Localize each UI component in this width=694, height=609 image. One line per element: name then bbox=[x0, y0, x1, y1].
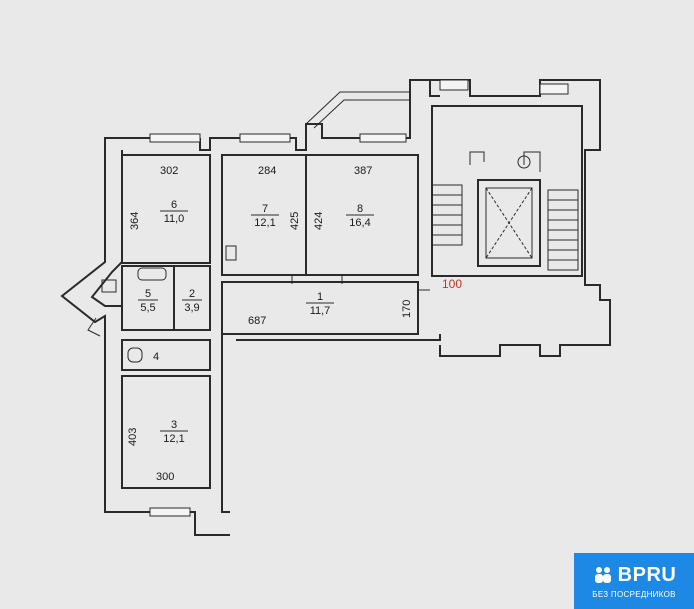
room-4-number: 4 bbox=[153, 351, 159, 363]
window-room-8 bbox=[359, 133, 407, 143]
dimension-labels: 302 284 387 364 425 424 687 170 403 300 bbox=[127, 165, 413, 483]
window-stair-right bbox=[539, 83, 569, 95]
window-room-3 bbox=[149, 507, 191, 517]
room-3-number: 3 bbox=[171, 419, 177, 431]
room-8-walls bbox=[305, 154, 419, 276]
room-1-area: 11,7 bbox=[310, 305, 331, 317]
fixtures bbox=[87, 245, 237, 363]
room-4-walls bbox=[121, 339, 211, 371]
logo-subtitle: БЕЗ ПОСРЕДНИКОВ bbox=[592, 589, 676, 599]
room-2-area: 3,9 bbox=[184, 302, 199, 314]
people-icon bbox=[594, 567, 611, 583]
apartment-walls bbox=[60, 79, 441, 536]
toilet bbox=[127, 347, 143, 363]
room-8-area: 16,4 bbox=[349, 217, 370, 229]
elevator-shaft bbox=[477, 179, 541, 267]
logo-row: BPRU bbox=[592, 564, 677, 587]
windows bbox=[149, 79, 569, 517]
inner-wall-left bbox=[90, 150, 123, 307]
corridor-lower-wall bbox=[221, 334, 230, 513]
room-2-number: 2 bbox=[189, 288, 195, 300]
room-7-area: 12,1 bbox=[254, 217, 275, 229]
logo-brand: BPRU bbox=[617, 563, 677, 586]
landing-label: 100 bbox=[442, 277, 462, 291]
room-3-area: 12,1 bbox=[163, 433, 184, 445]
dim-425: 425 bbox=[289, 212, 301, 230]
elevator-cabin bbox=[485, 187, 533, 259]
lower-corridor-edge bbox=[236, 334, 441, 341]
room-7-number: 7 bbox=[262, 203, 268, 215]
bpru-logo[interactable]: BPRU БЕЗ ПОСРЕДНИКОВ bbox=[574, 553, 694, 609]
doors bbox=[291, 275, 430, 291]
window-room-6 bbox=[149, 133, 201, 143]
room-6-walls bbox=[121, 154, 211, 264]
room-6-area: 11,0 bbox=[164, 213, 185, 225]
dim-300: 300 bbox=[156, 471, 174, 483]
rail-circle bbox=[517, 155, 531, 169]
dim-364: 364 bbox=[129, 212, 141, 230]
vent bbox=[87, 317, 101, 337]
rail-right bbox=[523, 151, 541, 172]
room-5-area: 5,5 bbox=[140, 302, 155, 314]
window-stair-left bbox=[439, 79, 469, 91]
dim-424: 424 bbox=[313, 212, 325, 230]
balcony-outline-outer bbox=[305, 91, 410, 125]
radiator bbox=[225, 245, 237, 261]
bathtub bbox=[137, 267, 167, 281]
room-3-walls bbox=[121, 375, 211, 489]
window-room-7 bbox=[239, 133, 291, 143]
dim-387: 387 bbox=[354, 165, 372, 177]
dim-687: 687 bbox=[248, 315, 266, 327]
stairwell bbox=[430, 79, 611, 357]
dim-170: 170 bbox=[401, 300, 413, 318]
balcony-outline-inner bbox=[313, 99, 410, 129]
room-1-walls bbox=[221, 281, 419, 335]
room-1-number: 1 bbox=[317, 291, 323, 303]
room-6-number: 6 bbox=[171, 199, 177, 211]
room-5-number: 5 bbox=[145, 288, 151, 300]
sink bbox=[101, 279, 117, 293]
room-2-walls bbox=[173, 265, 211, 331]
dim-302: 302 bbox=[160, 165, 178, 177]
outer-wall-left bbox=[60, 137, 230, 536]
dim-284: 284 bbox=[258, 165, 276, 177]
dim-403: 403 bbox=[127, 428, 139, 446]
rail-left bbox=[469, 151, 485, 165]
stair-steps bbox=[432, 194, 578, 261]
room-labels: 6 11,0 7 12,1 8 16,4 1 11,7 5 5,5 2 3,9 … bbox=[138, 199, 374, 445]
room-8-number: 8 bbox=[357, 203, 363, 215]
